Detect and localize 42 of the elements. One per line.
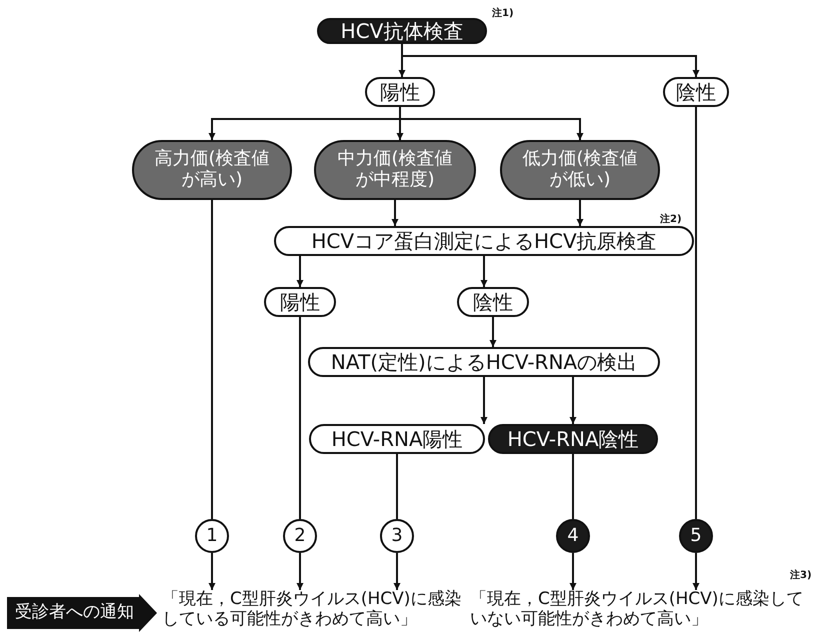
arrow	[480, 377, 488, 424]
result-box: HCV-RNA陰性	[488, 424, 658, 454]
notice-text: 「現在，C型肝炎ウイルス(HCV)に感染している可能性がきわめて高い」	[162, 590, 462, 636]
arrow	[480, 256, 488, 287]
notice-text: 「現在，C型肝炎ウイルス(HCV)に感染していない可能性がきわめて高い」	[470, 590, 810, 636]
arrow	[208, 553, 216, 590]
start-box: HCV抗体検査	[317, 18, 487, 44]
arrow	[296, 553, 304, 590]
result-box: 陰性	[663, 77, 729, 107]
arrow	[392, 200, 398, 226]
process-box: NAT(定性)によるHCV-RNAの検出	[308, 347, 660, 377]
arrow	[570, 553, 576, 590]
number-circle: 3	[380, 519, 414, 553]
connector-line	[299, 317, 301, 519]
titer-box: 低力価(検査値が低い)	[500, 140, 660, 200]
number-circle: 4	[556, 519, 590, 553]
result-box: 陽性	[264, 287, 336, 317]
note-mark: 注3)	[790, 568, 812, 582]
titer-box: 高力価(検査値が高い)	[132, 140, 292, 200]
titer-box: 中力価(検査値が中程度)	[314, 140, 476, 200]
number-circle: 5	[679, 519, 713, 553]
arrow	[490, 317, 496, 347]
arrow	[399, 107, 584, 140]
result-box: HCV-RNA陽性	[309, 424, 485, 454]
arrow	[692, 553, 700, 590]
arrow	[401, 44, 700, 77]
arrow	[394, 553, 400, 590]
arrow	[576, 200, 584, 226]
connector-line	[572, 454, 574, 519]
arrow	[296, 256, 304, 287]
note-mark: 注1)	[492, 6, 514, 20]
process-box: HCVコア蛋白測定によるHCV抗原検査	[274, 226, 694, 256]
number-circle: 1	[195, 519, 229, 553]
result-box: 陰性	[457, 287, 529, 317]
arrow	[570, 377, 576, 424]
connector-line	[211, 200, 213, 519]
notice-arrow-box: 受診者への通知	[7, 594, 157, 632]
note-mark: 注2)	[660, 212, 682, 226]
number-circle: 2	[283, 519, 317, 553]
result-box: 陽性	[365, 77, 435, 107]
connector-line	[695, 107, 697, 519]
connector-line	[396, 454, 398, 519]
